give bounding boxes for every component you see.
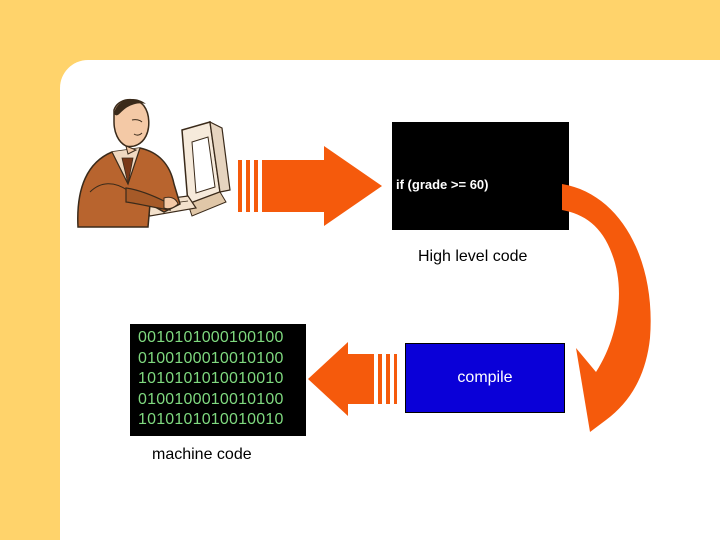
compile-box: compile — [405, 343, 565, 413]
binary-line: 0100100010010100 — [138, 349, 284, 367]
binary-line: 0010101000100100 — [138, 329, 284, 346]
binary-line: 0100100010010100 — [138, 390, 284, 408]
code-line: else — [396, 279, 422, 294]
right-arrow-icon — [238, 146, 382, 226]
high-level-code-label: High level code — [418, 248, 528, 265]
programmer-clipart-icon — [77, 98, 231, 228]
machine-code-label: machine code — [152, 446, 252, 463]
compile-label: compile — [457, 369, 513, 386]
curved-arrow-icon — [562, 184, 651, 432]
code-line: printf (“You passed!”); — [414, 228, 554, 243]
left-arrow-icon — [308, 342, 397, 416]
binary-line: 1010101010010010 — [138, 370, 284, 387]
code-line: if (grade >= 60) — [396, 177, 489, 192]
slide-panel — [60, 60, 720, 540]
high-level-code-block: if (grade >= 60) printf (“You passed!”);… — [392, 122, 569, 345]
machine-code-block: 0010101000100100 0100100010010100 101010… — [130, 324, 306, 436]
binary-line: 1010101010010010 — [138, 411, 284, 428]
code-line: printf (“You failed!”); — [414, 330, 543, 345]
